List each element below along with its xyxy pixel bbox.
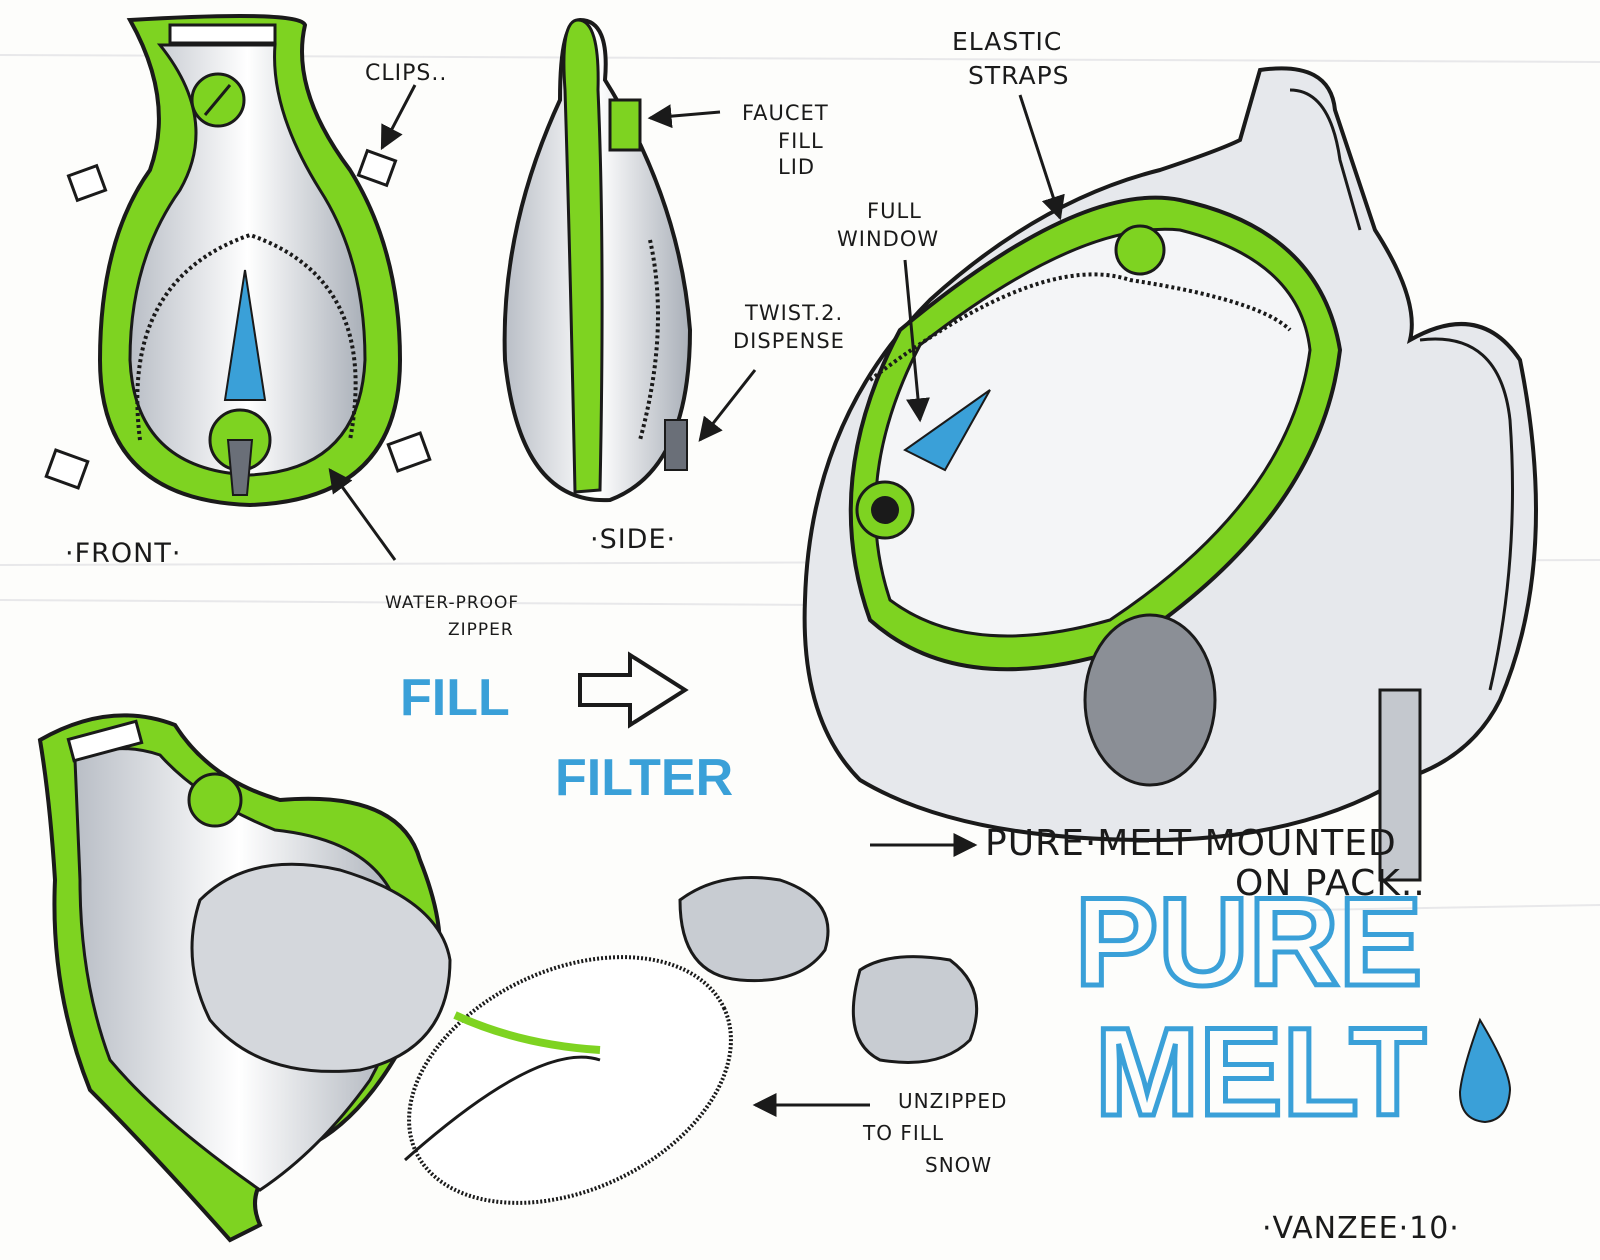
water-drop-icon [1458, 1017, 1512, 1124]
label-mounted-line1: PURE·MELT MOUNTED [985, 823, 1397, 864]
label-side: ·SIDE· [590, 524, 676, 555]
logo-line-pure: PURE [1075, 873, 1422, 1012]
side-view-drawing [502, 17, 693, 503]
label-twist-line1: TWIST.2. [744, 301, 843, 325]
arrow-full-window [903, 259, 930, 423]
label-elastic-line2: STRAPS [968, 61, 1070, 90]
label-zipper-line2: ZIPPER [448, 620, 514, 640]
label-clips: CLIPS.. [365, 61, 447, 86]
label-unzipped-line2: TO FILL [862, 1121, 944, 1145]
arrow-clips [380, 84, 417, 151]
front-view-drawing [44, 14, 432, 508]
label-full-window-line2: WINDOW [837, 227, 939, 251]
annotation-arrows [328, 84, 1065, 1117]
fill-to-filter-arrow [578, 651, 689, 729]
label-faucet-line3: LID [778, 155, 815, 179]
label-twist-line2: DISPENSE [733, 329, 845, 353]
label-full-window-line1: FULL [867, 199, 922, 223]
label-faucet-line2: FILL [778, 129, 824, 153]
label-fill: FILL [400, 669, 510, 727]
backpack-drawing [802, 66, 1538, 882]
label-unzipped-line3: SNOW [925, 1153, 992, 1177]
label-elastic-line1: ELASTIC [952, 27, 1062, 56]
labels: CLIPS.. FAUCET FILL LID ELASTIC STRAPS F… [65, 27, 1460, 1246]
artist-signature: ·VANZEE·10· [1262, 1211, 1460, 1246]
label-front: ·FRONT· [65, 538, 181, 569]
label-unzipped-line1: UNZIPPED [898, 1089, 1007, 1113]
label-filter: FILTER [555, 749, 733, 807]
arrow-twist-dispense [698, 369, 757, 442]
arrow-elastic-straps [1018, 94, 1065, 221]
logo-line-melt: MELT [1095, 1003, 1426, 1142]
arrow-zipper [328, 468, 397, 561]
pure-melt-logo: PURE MELT [1073, 871, 1512, 1145]
label-zipper-line1: WATER-PROOF [385, 593, 519, 613]
label-faucet-line1: FAUCET [742, 101, 829, 125]
arrow-faucet [647, 104, 721, 129]
label-mounted-line2: ON PACK.. [1235, 863, 1426, 904]
unzipped-drawing [37, 713, 979, 1243]
